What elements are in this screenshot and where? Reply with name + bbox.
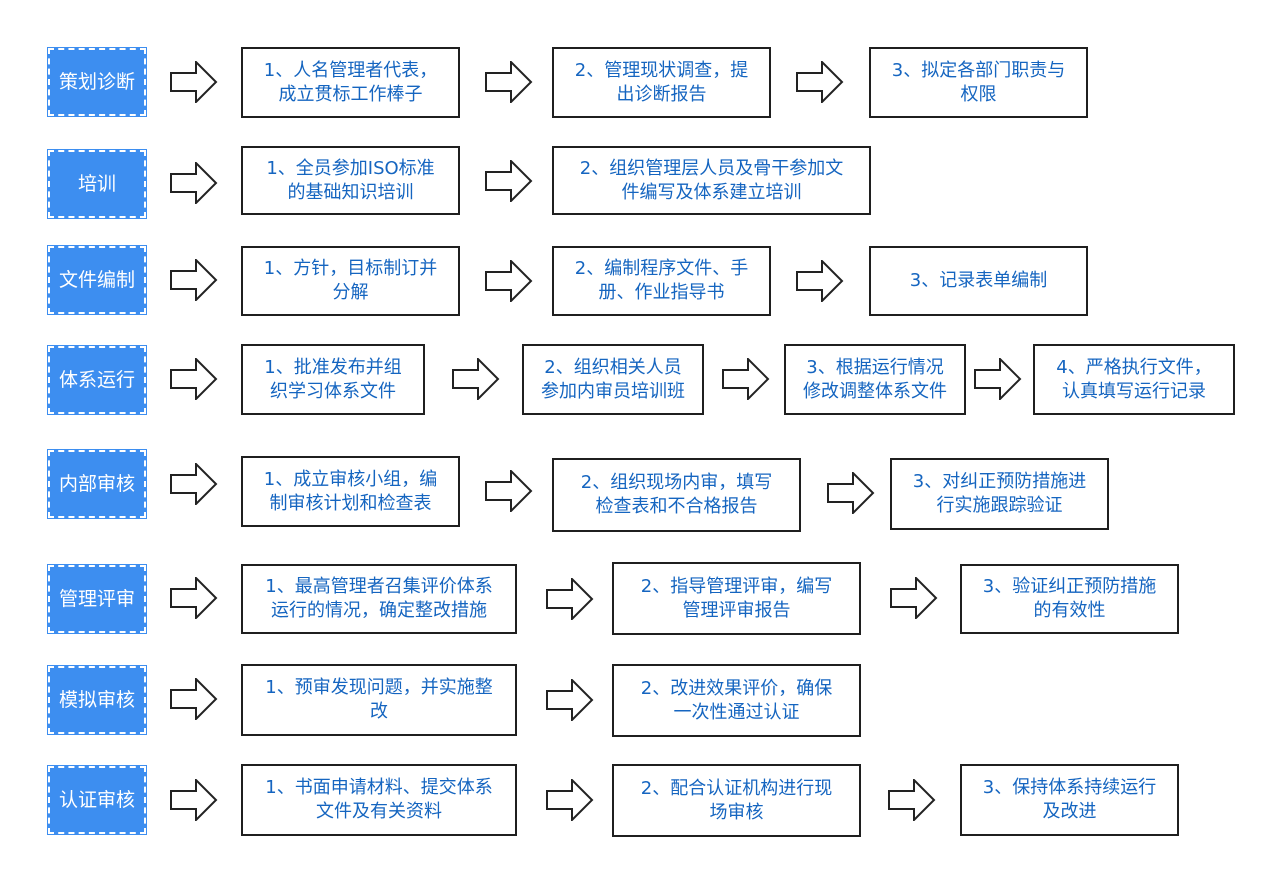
step-revise-documents: 3、根据运行情况 修改调整体系文件 bbox=[784, 344, 966, 415]
arrow-icon bbox=[170, 162, 218, 204]
phase-documentation: 文件编制 bbox=[47, 245, 147, 315]
phase-management-review: 管理评审 bbox=[47, 564, 147, 634]
step-verify-effectiveness: 3、验证纠正预防措施 的有效性 bbox=[960, 564, 1179, 634]
arrow-icon bbox=[890, 577, 938, 619]
step-audit-team: 1、成立审核小组，编 制审核计划和检查表 bbox=[241, 456, 460, 527]
step-status-survey: 2、管理现状调查，提 出诊断报告 bbox=[552, 47, 771, 118]
phase-system-operation: 体系运行 bbox=[47, 345, 147, 415]
step-continuous-improvement: 3、保持体系持续运行 及改进 bbox=[960, 764, 1179, 836]
phase-internal-audit: 内部审核 bbox=[47, 449, 147, 519]
arrow-icon bbox=[722, 358, 770, 400]
phase-certification-audit: 认证审核 bbox=[47, 765, 147, 835]
step-policy-objectives: 1、方针，目标制订并 分解 bbox=[241, 246, 460, 316]
step-appoint-representative: 1、人名管理者代表， 成立贯标工作棒子 bbox=[241, 47, 460, 118]
arrow-icon bbox=[170, 678, 218, 720]
step-execute-records: 4、严格执行文件， 认真填写运行记录 bbox=[1033, 344, 1235, 415]
arrow-icon bbox=[796, 260, 844, 302]
step-onsite-certification: 2、配合认证机构进行现 场审核 bbox=[612, 764, 861, 837]
arrow-icon bbox=[796, 61, 844, 103]
arrow-icon bbox=[485, 61, 533, 103]
step-management-training: 2、组织管理层人员及骨干参加文 件编写及体系建立培训 bbox=[552, 146, 871, 215]
step-record-forms: 3、记录表单编制 bbox=[869, 246, 1088, 316]
phase-planning-diagnosis: 策划诊断 bbox=[47, 47, 147, 117]
arrow-icon bbox=[546, 578, 594, 620]
arrow-icon bbox=[170, 358, 218, 400]
arrow-icon bbox=[827, 472, 875, 514]
arrow-icon bbox=[170, 577, 218, 619]
step-improvement-evaluation: 2、改进效果评价，确保 一次性通过认证 bbox=[612, 664, 861, 737]
step-iso-basic-training: 1、全员参加ISO标准 的基础知识培训 bbox=[241, 146, 460, 215]
arrow-icon bbox=[170, 463, 218, 505]
step-corrective-followup: 3、对纠正预防措施进 行实施跟踪验证 bbox=[890, 458, 1109, 530]
arrow-icon bbox=[485, 470, 533, 512]
phase-mock-audit: 模拟审核 bbox=[47, 665, 147, 735]
arrow-icon bbox=[546, 779, 594, 821]
step-onsite-audit: 2、组织现场内审，填写 检查表和不合格报告 bbox=[552, 458, 801, 532]
arrow-icon bbox=[170, 61, 218, 103]
phase-training: 培训 bbox=[47, 149, 147, 219]
step-procedure-documents: 2、编制程序文件、手 册、作业指导书 bbox=[552, 246, 771, 316]
step-review-report: 2、指导管理评审，编写 管理评审报告 bbox=[612, 562, 861, 635]
arrow-icon bbox=[974, 358, 1022, 400]
arrow-icon bbox=[888, 779, 936, 821]
arrow-icon bbox=[170, 259, 218, 301]
arrow-icon bbox=[452, 358, 500, 400]
step-pre-audit: 1、预审发现问题，并实施整 改 bbox=[241, 664, 517, 736]
arrow-icon bbox=[546, 679, 594, 721]
arrow-icon bbox=[485, 260, 533, 302]
step-define-responsibilities: 3、拟定各部门职责与 权限 bbox=[869, 47, 1088, 118]
arrow-icon bbox=[170, 779, 218, 821]
step-internal-auditor-training: 2、组织相关人员 参加内审员培训班 bbox=[522, 344, 704, 415]
step-top-management-evaluation: 1、最高管理者召集评价体系 运行的情况，确定整改措施 bbox=[241, 564, 517, 634]
arrow-icon bbox=[485, 160, 533, 202]
step-publish-documents: 1、批准发布并组 织学习体系文件 bbox=[241, 344, 425, 415]
step-written-application: 1、书面申请材料、提交体系 文件及有关资料 bbox=[241, 764, 517, 836]
